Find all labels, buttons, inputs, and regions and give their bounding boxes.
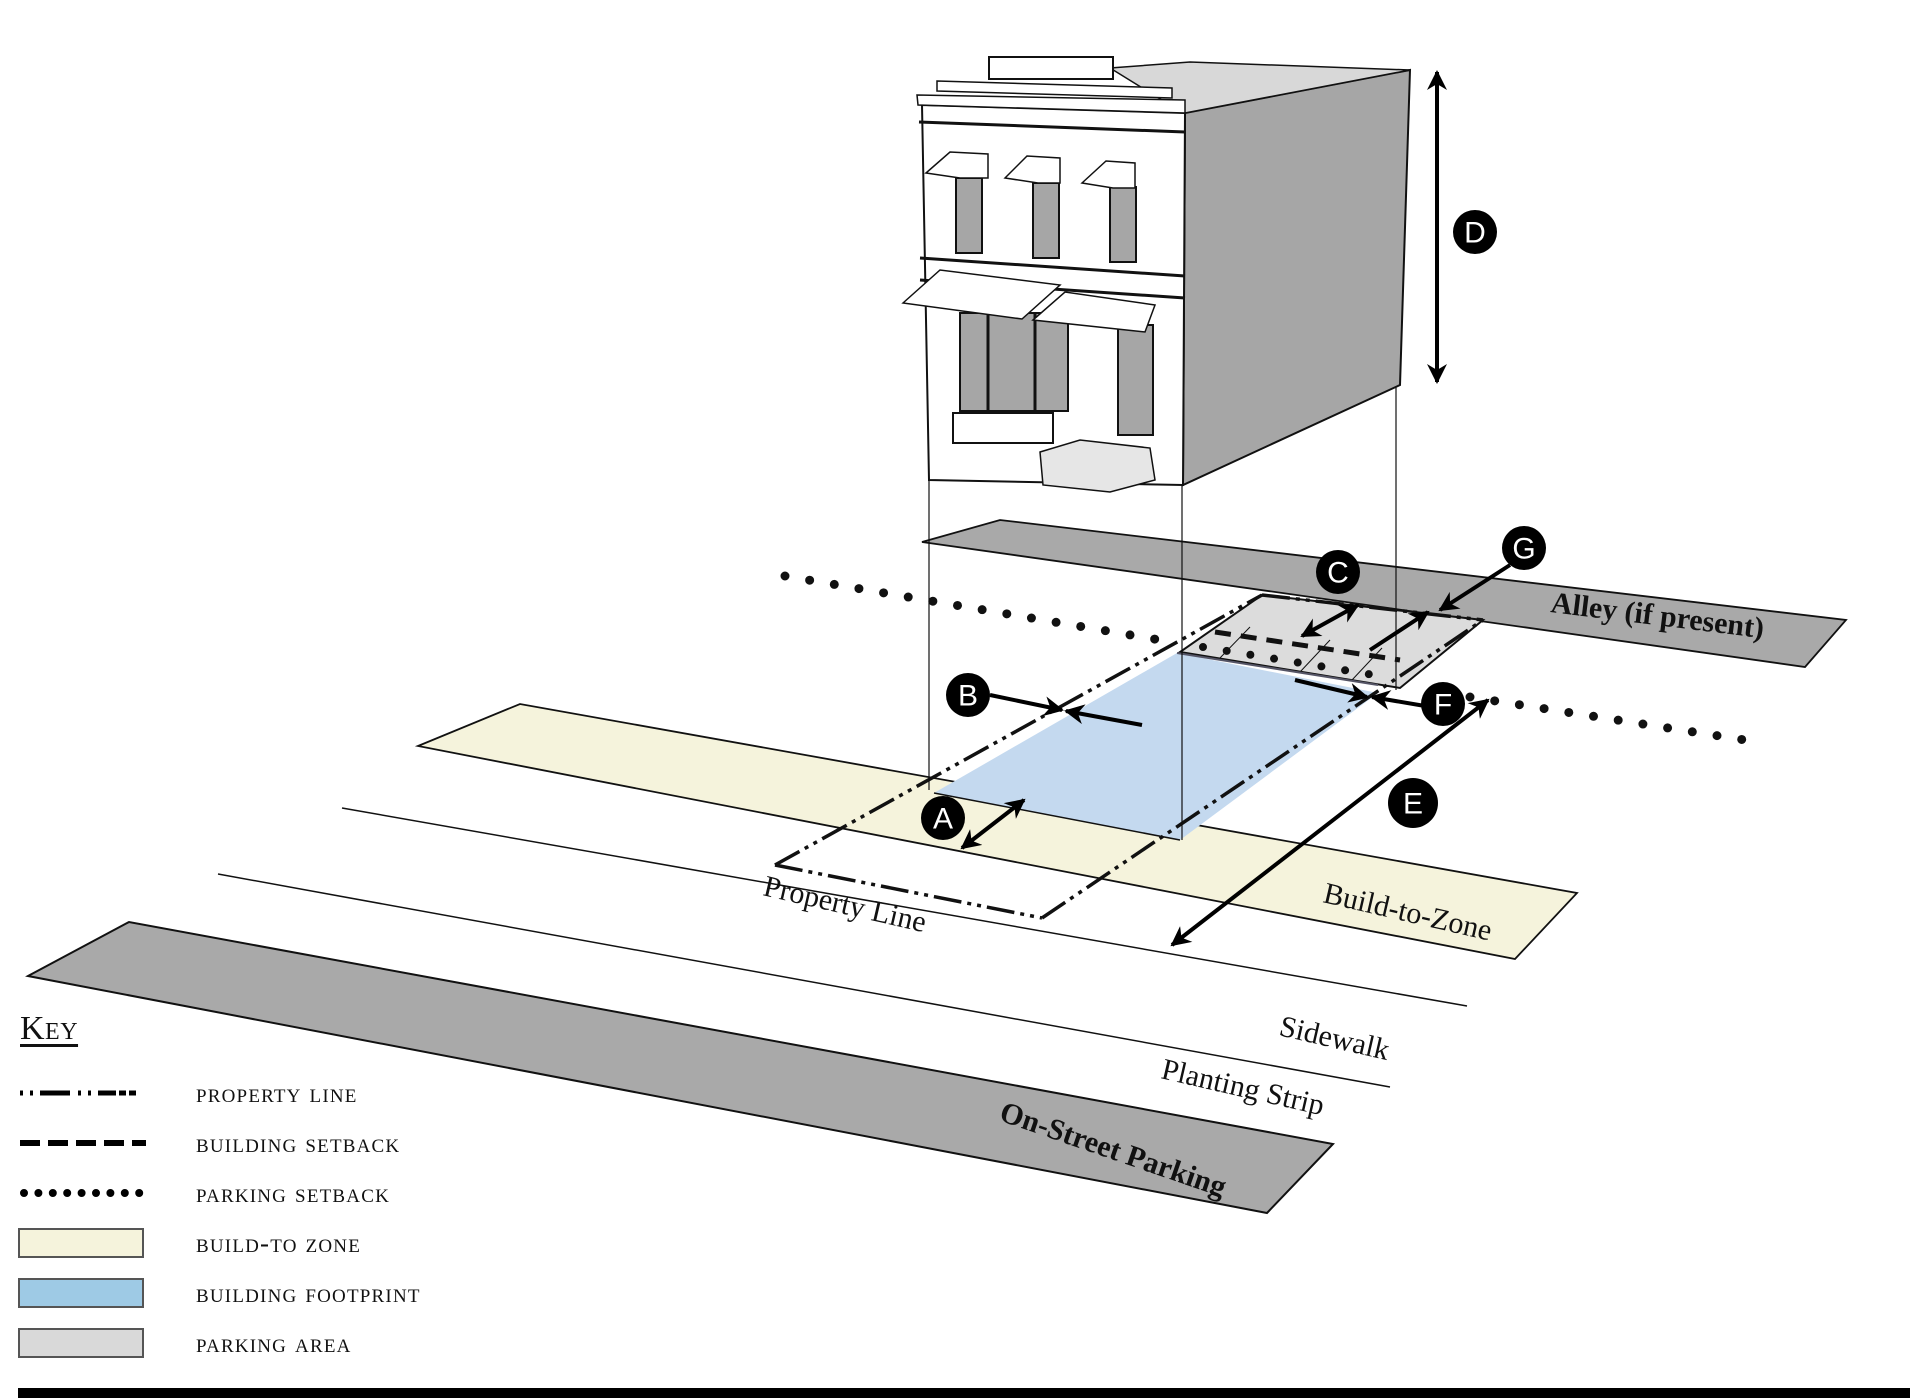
rear-building-setback-line xyxy=(1214,629,1401,663)
marker-g: G xyxy=(1502,526,1546,570)
legend-label: Build-to Zone xyxy=(196,1227,362,1258)
svg-text:F: F xyxy=(1434,689,1452,722)
legend-item-parking-setback: Parking Setback xyxy=(18,1168,578,1218)
marker-e: E xyxy=(1388,778,1438,828)
dimension-arrow-c xyxy=(1300,603,1360,638)
marker-a: A xyxy=(921,796,965,840)
property-line xyxy=(1041,618,1484,920)
alley-strip xyxy=(921,519,1848,668)
storefront-base-panel xyxy=(952,412,1054,444)
parking-stall-line xyxy=(1217,626,1251,661)
marker-c: C xyxy=(1316,550,1360,594)
dimension-arrow-f-in xyxy=(1294,678,1369,703)
marker-f: F xyxy=(1421,682,1465,726)
planting-strip-label: Planting Strip xyxy=(1158,1053,1327,1122)
property-line-sample xyxy=(18,1076,148,1110)
sidewalk-line xyxy=(341,807,1468,1007)
parking-stall-line xyxy=(1351,647,1383,681)
planting-strip-line xyxy=(217,873,1391,1088)
svg-text:G: G xyxy=(1512,533,1535,566)
dimension-arrow-a xyxy=(960,798,1026,850)
legend-item-property-line: Property Line xyxy=(18,1068,578,1118)
dimension-arrow-f-out xyxy=(1370,690,1426,710)
building-setback-sample xyxy=(18,1126,148,1160)
upper-window xyxy=(1003,155,1061,259)
building-side-face xyxy=(1181,68,1412,487)
parking-setback-line-right xyxy=(1465,692,1750,745)
dimension-arrow-b-in xyxy=(989,693,1064,717)
property-line xyxy=(774,863,1043,920)
property-line xyxy=(1261,593,1484,622)
parking-stall-line xyxy=(1299,639,1331,673)
parking-setback-sample xyxy=(18,1176,148,1210)
legend-label: Property Line xyxy=(196,1077,358,1108)
on-street-parking-strip xyxy=(25,920,1336,1215)
belt-course xyxy=(919,256,1186,278)
bottom-rule xyxy=(18,1388,1910,1398)
svg-text:B: B xyxy=(958,680,978,713)
storefront-window xyxy=(959,312,1069,412)
svg-text:A: A xyxy=(933,803,953,836)
parapet-sign xyxy=(988,56,1114,80)
front-door xyxy=(1117,324,1154,436)
awning xyxy=(1031,291,1157,333)
dimension-arrow-e xyxy=(1170,698,1490,947)
build-to-zone-swatch xyxy=(18,1228,144,1258)
dimension-arrow-g-line xyxy=(1368,610,1430,652)
legend-item-building-setback: Building Setback xyxy=(18,1118,578,1168)
building xyxy=(901,56,1412,493)
legend-label: Parking Setback xyxy=(196,1177,391,1208)
cornice-upper xyxy=(936,80,1173,99)
legend-item-build-to-zone: Build-to Zone xyxy=(18,1218,578,1268)
marker-b: B xyxy=(946,673,990,717)
upper-window xyxy=(1080,160,1137,263)
legend-label: Building Setback xyxy=(196,1127,401,1158)
legend: Key Property Line Building Setback Parki… xyxy=(18,1010,578,1368)
svg-text:D: D xyxy=(1464,217,1486,250)
awning xyxy=(901,269,1062,320)
building-footprint-swatch xyxy=(18,1278,144,1308)
marker-d: D xyxy=(1453,210,1497,254)
front-stoop xyxy=(1039,439,1156,493)
footprint-rear-edge xyxy=(1176,652,1379,686)
legend-title: Key xyxy=(20,1010,79,1047)
legend-label: Parking Area xyxy=(196,1327,352,1358)
dimension-arrow-g xyxy=(1438,563,1512,612)
upper-window xyxy=(924,151,989,254)
belt-course xyxy=(918,120,1186,134)
legend-item-building-footprint: Building Footprint xyxy=(18,1268,578,1318)
svg-text:C: C xyxy=(1327,557,1349,590)
legend-item-parking-area: Parking Area xyxy=(18,1318,578,1368)
cornice xyxy=(916,94,1186,114)
svg-text:E: E xyxy=(1403,788,1423,821)
parking-setback-line-left xyxy=(780,571,1165,645)
dimension-arrow-b-out xyxy=(1064,704,1143,727)
legend-label: Building Footprint xyxy=(196,1277,421,1308)
property-line xyxy=(774,593,1263,867)
parking-area-swatch xyxy=(18,1328,144,1358)
sidewalk-label: Sidewalk xyxy=(1276,1010,1392,1067)
